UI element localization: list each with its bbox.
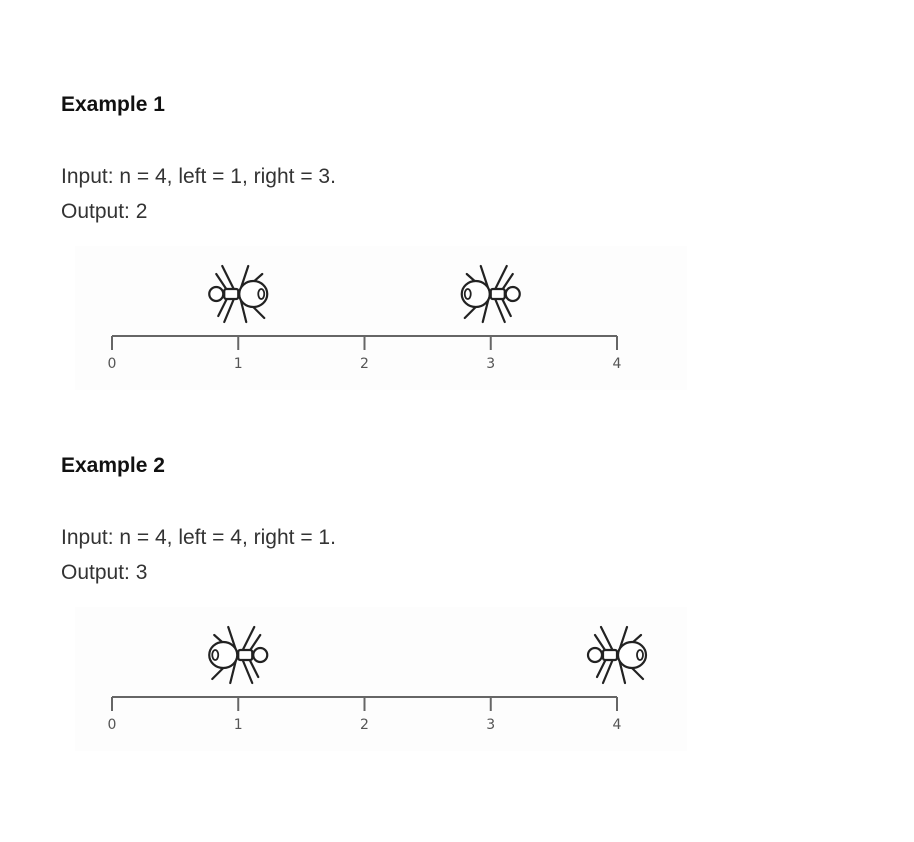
tick-label: 0: [108, 356, 117, 372]
tick-label: 4: [613, 717, 622, 733]
tick-label: 3: [486, 356, 495, 372]
ant-number-line-diagram: 0 1 2 3 4: [75, 246, 687, 390]
number-line-svg: 0 1 2 3 4: [108, 625, 648, 733]
example-input: Input: n = 4, left = 1, right = 3.: [61, 165, 336, 188]
example-input: Input: n = 4, left = 4, right = 1.: [61, 526, 336, 549]
ant-number-line-diagram: 0 1 2 3 4: [75, 607, 687, 751]
tick-label: 0: [108, 717, 117, 733]
example-heading: Example 2: [61, 454, 165, 477]
tick-label: 1: [234, 356, 243, 372]
tick-label: 3: [486, 717, 495, 733]
tick-label: 4: [613, 356, 622, 372]
number-line-svg: 0 1 2 3 4: [108, 264, 622, 372]
ant-icon: [586, 625, 648, 685]
ant-icon: [460, 264, 521, 324]
example-output: Output: 3: [61, 561, 148, 584]
example-output: Output: 2: [61, 200, 148, 223]
tick-label: 2: [360, 356, 369, 372]
ant-icon: [208, 625, 269, 685]
tick-label: 1: [234, 717, 243, 733]
tick-label: 2: [360, 717, 369, 733]
example-heading: Example 1: [61, 93, 165, 116]
ant-icon: [208, 264, 269, 324]
